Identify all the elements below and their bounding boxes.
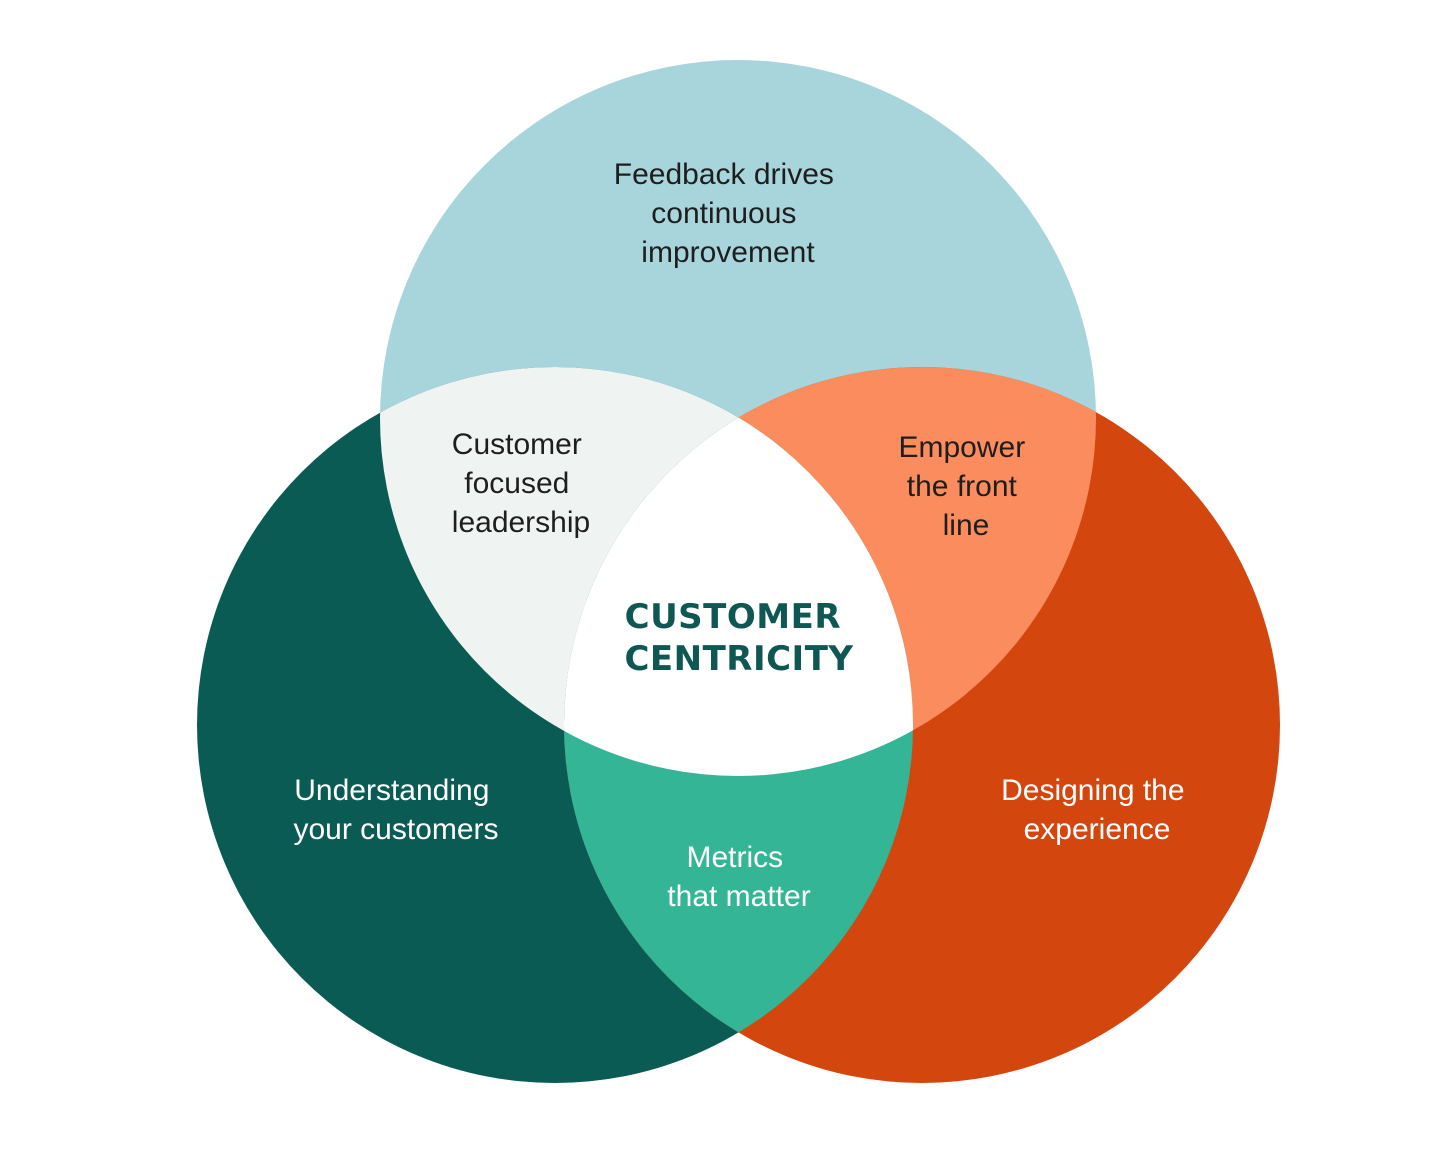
label-line: Metrics [686,841,783,874]
feedback-label: Feedback drives continuous improvement [614,158,842,269]
front-line-label: Empower the front line [898,431,1033,542]
label-line: CENTRICITY [624,639,853,679]
label-line: Understanding [294,774,489,807]
label-line: the front [907,470,1018,503]
label-line: leadership [452,506,590,539]
center-overlap [564,367,913,776]
label-line: line [943,509,990,542]
label-line: CUSTOMER [625,597,841,637]
customer-centricity-label: CUSTOMER CENTRICITY [624,597,853,679]
label-line: Designing the [1001,774,1184,807]
label-line: improvement [641,236,815,269]
label-line: your customers [293,813,498,846]
label-line: continuous [651,197,796,230]
leadership-label: Customer focused leadership [452,428,590,539]
label-line: Empower [898,431,1025,464]
label-line: focused [464,467,569,500]
understanding-label: Understanding your customers [293,774,498,846]
label-line: that matter [667,880,810,913]
designing-label: Designing the experience [1001,774,1193,846]
label-line: Feedback drives [614,158,834,191]
label-line: experience [1024,813,1171,846]
metrics-label: Metrics that matter [667,841,810,913]
label-line: Customer [452,428,582,461]
